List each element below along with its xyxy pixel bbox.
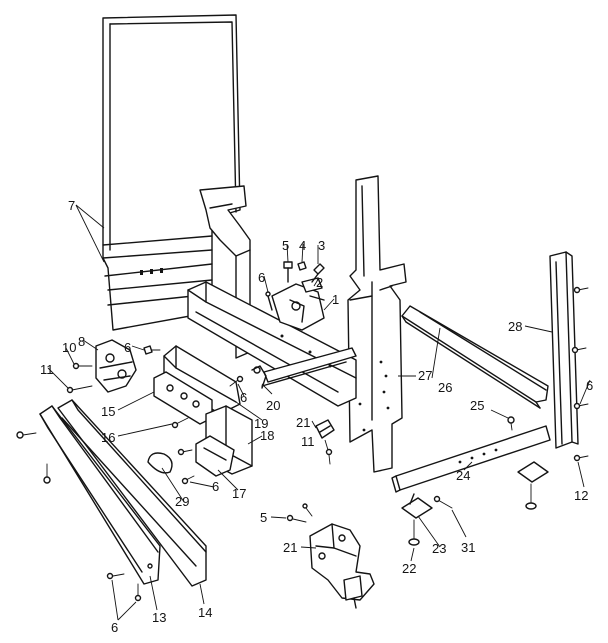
callout-4: 4 [299, 238, 306, 253]
callout-labels: 3 4 5 6 2 1 7 10 8 6 11 15 16 6 19 20 18… [40, 198, 593, 635]
part-24-lower-bar [391, 425, 551, 493]
part-27-right-side-bracket [347, 175, 407, 473]
callout-11-center: 11 [301, 434, 315, 449]
part-29-cover [147, 452, 173, 474]
part-11-screw-center [325, 448, 333, 465]
callout-14: 15 [101, 404, 115, 419]
callout-27: 27 [418, 368, 432, 383]
part-19-hook [251, 365, 267, 389]
part-6-bolt-29 [181, 475, 195, 485]
callout-10: 11 [40, 362, 54, 377]
callout-5-low: 5 [260, 510, 267, 525]
callout-11-right: 12 [574, 488, 588, 503]
part-15-screw [171, 417, 189, 429]
callout-24: 24 [456, 468, 470, 483]
callout-26: 26 [438, 380, 452, 395]
part-5-screw-valve [286, 503, 313, 523]
callout-23: 23 [432, 541, 446, 556]
left-rail-screws [16, 431, 142, 602]
part-9-screw [72, 362, 93, 370]
callout-31: 31 [461, 540, 475, 555]
part-1-motor-mount [271, 283, 325, 331]
part-6-bolt-lower [177, 448, 193, 456]
callout-6-left: 6 [124, 340, 131, 355]
callout-15: 16 [101, 430, 115, 445]
part-4-nut [297, 261, 307, 271]
part-31-screw [433, 495, 453, 509]
part-26-rail [401, 305, 549, 409]
leader-lines [47, 204, 591, 621]
part-13-lower-rail [57, 399, 207, 587]
part-5-screw-top [283, 261, 293, 283]
callout-13: 14 [198, 605, 212, 620]
callout-6-top: 6 [258, 270, 265, 285]
channel-screws [571, 286, 589, 462]
callout-18: 19 [254, 416, 268, 431]
part-8-pump-assembly [95, 339, 137, 393]
tie-bar [261, 347, 357, 387]
callout-12: 13 [152, 610, 166, 625]
part-6-bolt-upper [265, 291, 273, 311]
part-23-leveler-bracket [401, 493, 433, 519]
callout-6-low: 6 [212, 479, 219, 494]
callout-1: 1 [332, 292, 339, 307]
callout-6-mid: 6 [240, 390, 247, 405]
callout-16: 17 [232, 486, 246, 501]
callout-3: 3 [318, 238, 325, 253]
callout-28: 28 [508, 319, 522, 334]
callout-20: 21 [296, 415, 310, 430]
callout-6-bottom: 6 [111, 620, 118, 635]
callout-9: 10 [62, 340, 76, 355]
callout-8: 8 [78, 334, 85, 349]
callout-7: 7 [68, 198, 75, 213]
part-20-clamp [315, 419, 335, 439]
right-leveler-assembly [517, 461, 549, 510]
callout-22: 22 [402, 561, 416, 576]
part-3-screw [311, 263, 325, 283]
part-7-back-panel [102, 14, 241, 331]
part-6-bolt-8 [143, 345, 161, 355]
callout-17: 18 [260, 428, 274, 443]
part-16-clip [195, 435, 235, 477]
part-10-screw [66, 385, 93, 394]
callout-25: 25 [470, 398, 484, 413]
callout-19: 20 [266, 398, 280, 413]
part-25-screw [507, 416, 515, 431]
part-21-valve-assembly [309, 523, 375, 609]
part-6-bolt-bracket [229, 375, 244, 387]
callout-2: 2 [316, 275, 323, 290]
part-12-lower-rail [39, 405, 161, 585]
part-22-leveler-foot [408, 519, 420, 546]
callout-21-text: 21 [283, 540, 297, 555]
callout-5-top: 5 [282, 238, 289, 253]
part-28-vertical-channel [549, 251, 579, 449]
callout-6-right: 6 [586, 378, 593, 393]
callout-29: 29 [175, 494, 189, 509]
